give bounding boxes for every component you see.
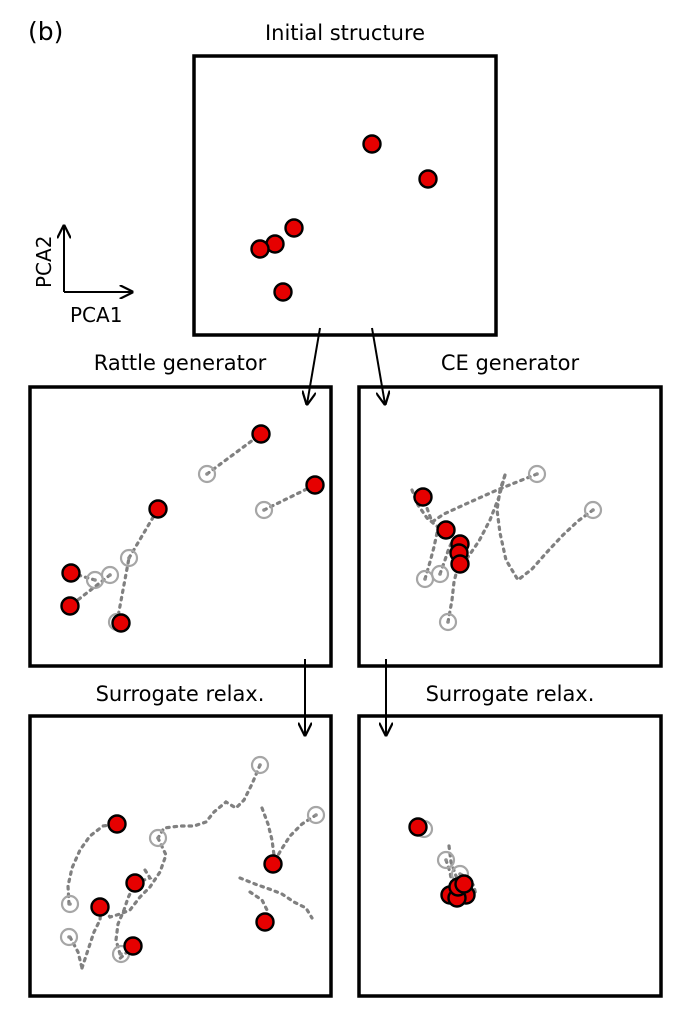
panel-title-ce: CE generator: [441, 351, 580, 375]
pca-axes-legend: PCA1 PCA2: [32, 226, 132, 327]
ghost-center-dot: [258, 763, 262, 767]
ghost-atom: [254, 500, 274, 520]
atom: [107, 814, 127, 834]
panel-rattle: [28, 385, 333, 668]
panel-initial: [192, 54, 498, 337]
trajectory: [114, 881, 137, 956]
atom: [418, 169, 438, 189]
atom: [436, 520, 456, 540]
trajectory: [133, 868, 153, 885]
atom: [413, 487, 433, 507]
atom: [90, 897, 110, 917]
atom: [60, 596, 80, 616]
panel-frame: [28, 714, 333, 998]
figure-label: (b): [28, 17, 63, 46]
ghost-center-dot: [444, 858, 448, 862]
pca1-label: PCA1: [70, 303, 122, 327]
ghost-center-dot: [423, 577, 427, 581]
atom: [251, 424, 271, 444]
ghost-atom: [438, 612, 458, 632]
atom: [263, 854, 283, 874]
ghost-center-dot: [262, 508, 266, 512]
ghost-center-dot: [314, 813, 318, 817]
panel-title-rattle-relax: Surrogate relax.: [96, 682, 265, 706]
trajectory: [156, 763, 262, 840]
atom: [111, 613, 131, 633]
ghost-atom: [60, 894, 80, 914]
ghost-atom: [436, 850, 456, 870]
ghost-center-dot: [205, 472, 209, 476]
trajectory: [205, 432, 263, 476]
ghost-atom: [59, 927, 79, 947]
trajectory: [116, 944, 135, 962]
ghost-atom: [119, 548, 139, 568]
panel-frame: [357, 714, 663, 998]
ghost-center-dot: [67, 935, 71, 939]
ghost-atom: [430, 564, 450, 584]
atom: [123, 936, 143, 956]
ghost-atom: [250, 755, 270, 775]
ghost-center-dot: [446, 620, 450, 624]
panel-frame: [28, 385, 333, 668]
atom: [284, 218, 304, 238]
trajectory: [68, 935, 84, 970]
panel-title-initial: Initial structure: [265, 21, 425, 45]
trajectory: [99, 836, 168, 919]
atom: [408, 817, 428, 837]
ghost-atom: [306, 805, 326, 825]
ghost-center-dot: [591, 508, 595, 512]
ghost-center-dot: [156, 836, 160, 840]
panel-rattle-relax: [28, 714, 333, 998]
trajectory: [238, 876, 314, 920]
panel-frame: [192, 54, 498, 337]
trajectory: [421, 472, 539, 525]
flow-arrows: [305, 327, 386, 735]
panel-title-ce-relax: Surrogate relax.: [426, 682, 595, 706]
ghost-atom: [85, 570, 105, 590]
ghost-center-dot: [119, 952, 123, 956]
trajectory: [115, 556, 131, 624]
trajectory: [66, 822, 119, 906]
pca2-label: PCA2: [32, 236, 56, 288]
atom: [362, 134, 382, 154]
ghost-center-dot: [127, 556, 131, 560]
atom: [255, 912, 275, 932]
ghost-atom: [583, 500, 603, 520]
atom: [450, 554, 470, 574]
trajectory: [271, 813, 318, 866]
ghost-atom: [527, 464, 547, 484]
arrow-initial-to-ce: [371, 327, 385, 404]
panel-ce-relax: [357, 714, 663, 998]
panel-ce: [357, 385, 663, 668]
trajectory: [495, 473, 595, 583]
ghost-atom: [148, 828, 168, 848]
ghost-center-dot: [108, 573, 112, 577]
atom: [273, 282, 293, 302]
atom: [454, 874, 474, 894]
ghost-center-dot: [438, 572, 442, 576]
ghost-center-dot: [68, 902, 72, 906]
ghost-atom: [197, 464, 217, 484]
panel-title-rattle: Rattle generator: [94, 351, 267, 375]
trajectory: [446, 542, 461, 624]
atom: [125, 873, 145, 893]
ghost-center-dot: [93, 578, 97, 582]
atom: [148, 499, 168, 519]
trajectory: [423, 522, 448, 581]
atom: [61, 563, 81, 583]
atom: [250, 239, 270, 259]
arrow-initial-to-rattle: [307, 327, 321, 404]
panel-frame: [357, 385, 663, 668]
ghost-center-dot: [535, 472, 539, 476]
atom: [305, 475, 325, 495]
